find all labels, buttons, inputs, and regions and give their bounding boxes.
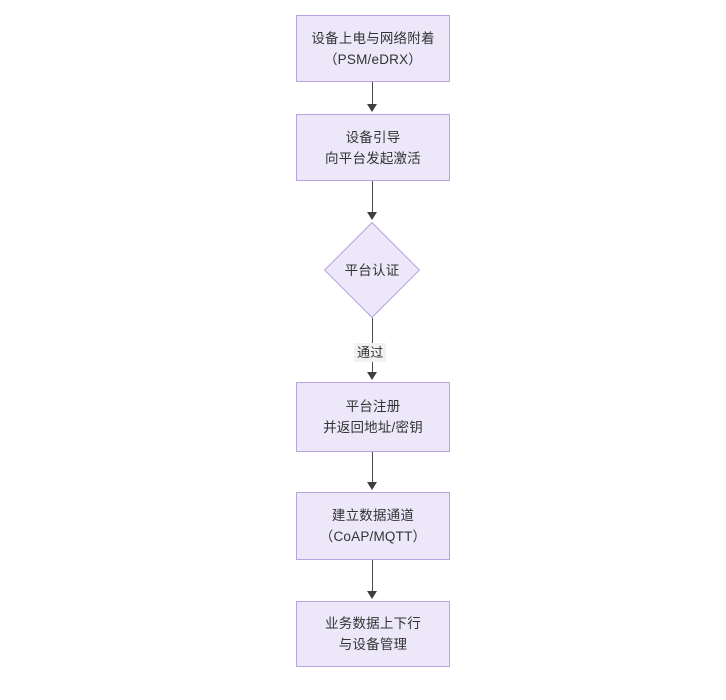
node-text-line: （PSM/eDRX） <box>323 51 423 67</box>
flow-edge-label-pass: 通过 <box>354 343 387 362</box>
node-text-line: 业务数据上下行 <box>325 616 421 631</box>
flow-node-business-data[interactable]: 业务数据上下行 与设备管理 <box>296 601 450 667</box>
node-text-line: 并返回地址/密钥 <box>323 420 423 435</box>
flow-node-platform-register[interactable]: 平台注册 并返回地址/密钥 <box>296 382 450 452</box>
arrow-head-icon <box>367 591 377 599</box>
node-text-line: 设备上电与网络附着 <box>311 30 435 46</box>
node-text-line: 平台认证 <box>344 262 400 278</box>
node-text-line: 设备引导 <box>345 129 401 145</box>
flow-node-platform-auth[interactable]: 平台认证 <box>323 221 421 319</box>
flow-edge-n5-n6 <box>372 560 373 593</box>
node-text-line: 与设备管理 <box>338 637 408 652</box>
flow-edge-n4-n5 <box>372 452 373 484</box>
arrow-head-icon <box>367 372 377 380</box>
node-text-line: （CoAP/MQTT） <box>319 529 427 544</box>
node-text-line: 向平台发起激活 <box>325 150 421 166</box>
node-text-line: 建立数据通道 <box>331 508 415 523</box>
arrow-head-icon <box>367 212 377 220</box>
flow-edge-n1-n2 <box>372 82 373 106</box>
arrow-head-icon <box>367 104 377 112</box>
arrow-head-icon <box>367 482 377 490</box>
flow-edge-n2-n3 <box>372 181 373 214</box>
flow-node-data-channel[interactable]: 建立数据通道 （CoAP/MQTT） <box>296 492 450 560</box>
flow-node-device-power-on[interactable]: 设备上电与网络附着 （PSM/eDRX） <box>296 15 450 82</box>
flow-node-device-bootstrap[interactable]: 设备引导 向平台发起激活 <box>296 114 450 181</box>
node-text-line: 平台注册 <box>345 399 401 414</box>
